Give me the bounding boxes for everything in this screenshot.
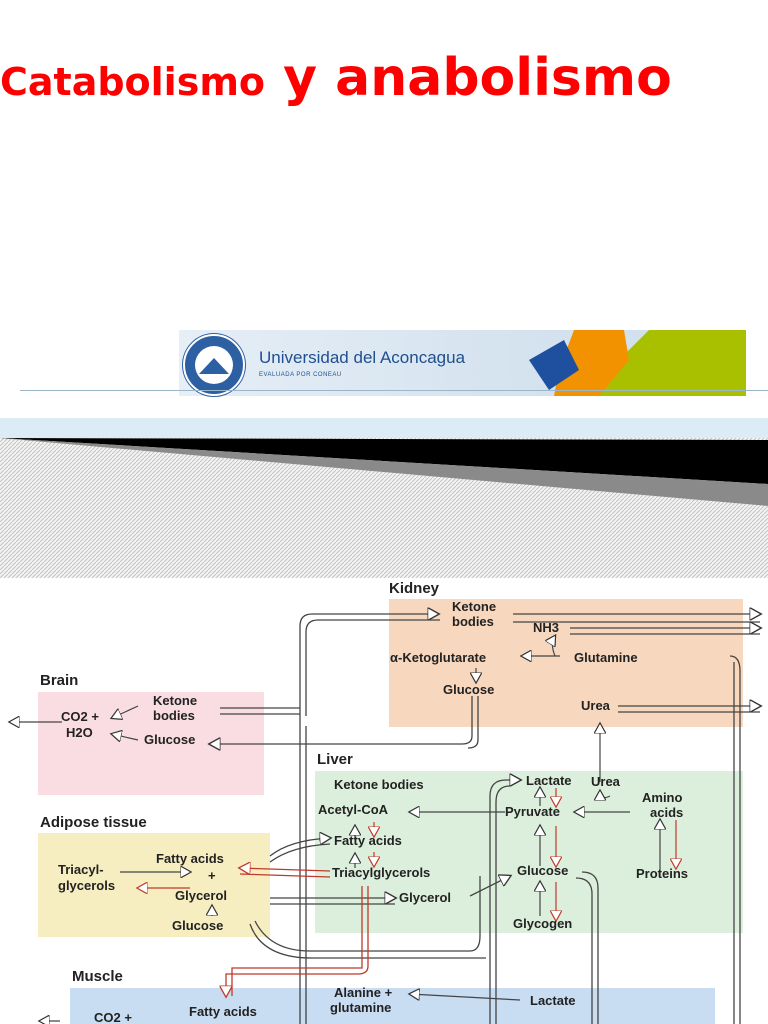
adipose-box: [38, 833, 270, 937]
liver-glycogen-label: Glycogen: [513, 916, 572, 931]
kidney-glutamine-label: Glutamine: [574, 650, 638, 665]
adipose-glycerol-label: Glycerol: [175, 888, 227, 903]
muscle-heading: Muscle: [72, 968, 123, 985]
brain-bodies-label: bodies: [153, 708, 195, 723]
slide-title: Catabolismo y anabolismo: [0, 48, 768, 108]
banner-blue-shape: [529, 340, 579, 390]
university-subtitle: EVALUADA POR CONEAU: [259, 372, 342, 378]
adipose-fatty-acids-label: Fatty acids: [156, 851, 224, 866]
title-part-anabolismo: y anabolismo: [265, 48, 672, 108]
metabolism-diagram: Kidney Brain Adipose tissue Liver Muscle…: [0, 580, 768, 1024]
local-anabolic-arrows: [138, 788, 676, 920]
liver-triacylglycerols-label: Triacylglycerols: [332, 865, 430, 880]
liver-urea-label: Urea: [591, 774, 621, 789]
banner-green-shape: [599, 330, 746, 396]
liver-acids-label: acids: [650, 805, 683, 820]
university-seal-icon: [183, 334, 245, 396]
brain-heading: Brain: [40, 672, 78, 689]
university-name: Universidad del Aconcagua: [259, 348, 466, 367]
liver-heading: Liver: [317, 751, 353, 768]
kidney-heading: Kidney: [389, 580, 440, 597]
liver-acetyl-coa-label: Acetyl-CoA: [318, 802, 389, 817]
muscle-glutamine-label: glutamine: [330, 1000, 391, 1015]
kidney-urea-label: Urea: [581, 698, 611, 713]
muscle-co2-label: CO2 +: [94, 1010, 132, 1024]
kidney-ketone-label: Ketone: [452, 599, 496, 614]
liver-lactate-label: Lactate: [526, 773, 572, 788]
banner-decoration: [529, 330, 746, 396]
liver-proteins-label: Proteins: [636, 866, 688, 881]
anabolic-pipes: [226, 868, 369, 996]
adipose-glucose-label: Glucose: [172, 918, 223, 933]
banner-orange-shape: [554, 330, 629, 396]
muscle-lactate-label: Lactate: [530, 993, 576, 1008]
brain-ketone-label: Ketone: [153, 693, 197, 708]
liver-glycerol-label: Glycerol: [399, 890, 451, 905]
adipose-plus-label: +: [208, 868, 216, 883]
liver-ketone-bodies-label: Ketone bodies: [334, 777, 424, 792]
liver-box: [315, 771, 743, 933]
liver-amino-label: Amino: [642, 790, 683, 805]
liver-glucose-label: Glucose: [517, 863, 568, 878]
liver-fatty-acids-label: Fatty acids: [334, 833, 402, 848]
brain-glucose-label: Glucose: [144, 732, 195, 747]
kidney-bodies-label: bodies: [452, 614, 494, 629]
title-part-catabolismo: Catabolismo: [0, 60, 266, 104]
muscle-alanine-label: Alanine +: [334, 985, 393, 1000]
adipose-glycerols-label: glycerols: [58, 878, 115, 893]
university-banner: Universidad del Aconcagua EVALUADA POR C…: [179, 330, 746, 396]
brain-h2o-label: H2O: [66, 725, 93, 740]
adipose-heading: Adipose tissue: [40, 814, 147, 831]
nh3-label: NH3: [533, 620, 559, 635]
decorative-band: [0, 418, 768, 578]
ketoglutarate-label: α-Ketoglutarate: [390, 650, 486, 665]
local-arrows: [10, 636, 660, 1021]
transport-pipes: [210, 614, 760, 1024]
muscle-box: [70, 988, 715, 1024]
kidney-glucose-label: Glucose: [443, 682, 494, 697]
banner-rule: [20, 390, 768, 391]
adipose-triacyl-label: Triacyl-: [58, 862, 104, 877]
muscle-fatty-acids-label: Fatty acids: [189, 1004, 257, 1019]
liver-pyruvate-label: Pyruvate: [505, 804, 560, 819]
brain-co2-label: CO2 +: [61, 709, 99, 724]
